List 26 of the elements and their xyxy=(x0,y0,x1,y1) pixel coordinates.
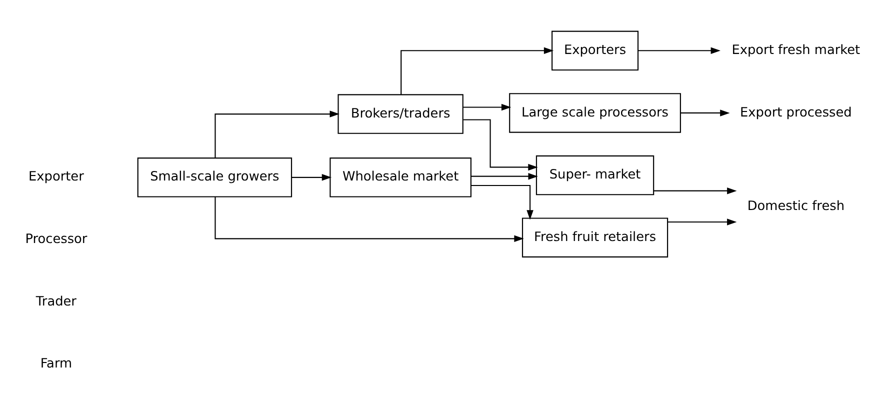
arrow xyxy=(292,174,332,180)
label: Exporter xyxy=(28,169,84,184)
arrow xyxy=(638,46,720,54)
arrow xyxy=(400,46,554,94)
label: Trader xyxy=(36,294,76,309)
arrow xyxy=(680,109,730,116)
arrow xyxy=(668,218,737,225)
arrow xyxy=(654,186,737,194)
label: Farm xyxy=(40,356,72,372)
node-box: Small-scale growers xyxy=(137,157,292,197)
arrow xyxy=(463,118,538,170)
arrow xyxy=(214,110,340,158)
arrow xyxy=(471,172,538,180)
node-box: Fresh fruit retailers xyxy=(522,217,668,257)
node-box: Super- market xyxy=(536,154,654,195)
node-box: Exporters xyxy=(552,30,639,70)
arrow xyxy=(463,103,512,110)
arrow xyxy=(470,184,534,220)
node-box: Wholesale market xyxy=(330,157,472,197)
node-text: Export fresh market xyxy=(732,42,860,58)
node-box: Brokers/traders xyxy=(338,94,464,134)
node-box: Large scale processors xyxy=(509,92,681,132)
node-text: Export processed xyxy=(740,104,852,120)
node-text: Domestic fresh xyxy=(747,198,844,214)
arrow xyxy=(214,196,524,242)
label: Processor xyxy=(25,232,88,247)
